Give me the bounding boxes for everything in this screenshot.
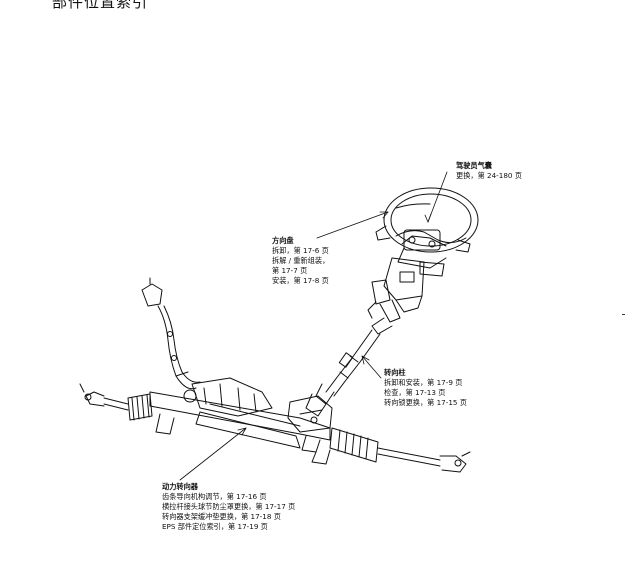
steering-wheel-drawing [375,187,479,277]
callout-line[interactable]: 检查，第 17-13 页 [384,388,446,397]
callout-title: 驾驶员气囊 [456,161,492,170]
callout-title: 转向柱 [384,368,406,377]
callout-line[interactable]: 拆卸和安装，第 17-9 页 [384,378,463,387]
eps-wiring-harness-drawing [141,277,201,390]
callout-line[interactable]: 转向锁更换，第 17-15 页 [384,398,467,407]
callout-title: 动力转向器 [162,482,198,491]
power-steering-gearbox-drawing [79,377,471,473]
callout-line[interactable]: EPS 部件定位索引，第 17-19 页 [162,522,268,531]
callout-line[interactable]: 齿条导向机构调节，第 17-16 页 [162,492,267,501]
callout-line[interactable]: 安装，第 17-8 页 [272,276,329,285]
margin-mark [622,314,625,315]
leader-lines [179,171,448,481]
callout-line[interactable]: 转向器支架缓冲垫更换，第 17-18 页 [162,512,281,521]
callout-driver-airbag: 驾驶员气囊 更换，第 24-180 页 [456,161,522,181]
callout-line[interactable]: 横拉杆接头球节防尘罩更换，第 17-17 页 [162,502,296,511]
steering-column-drawing [305,257,425,417]
callout-steering-wheel: 方向盘 拆卸，第 17-6 页 拆解 / 重新组装， 第 17-7 页 安装，第… [272,236,329,286]
callout-line[interactable]: 第 17-7 页 [272,266,308,275]
callout-steering-column: 转向柱 拆卸和安装，第 17-9 页 检查，第 17-13 页 转向锁更换，第 … [384,368,467,408]
callout-power-steering: 动力转向器 齿条导向机构调节，第 17-16 页 横拉杆接头球节防尘罩更换，第 … [162,482,295,532]
callout-line[interactable]: 更换，第 24-180 页 [456,171,522,180]
callout-title: 方向盘 [272,236,294,245]
page-title: 部件位置索引 [52,0,149,11]
callout-line[interactable]: 拆卸，第 17-6 页 [272,246,329,255]
callout-line: 拆解 / 重新组装， [272,256,330,265]
